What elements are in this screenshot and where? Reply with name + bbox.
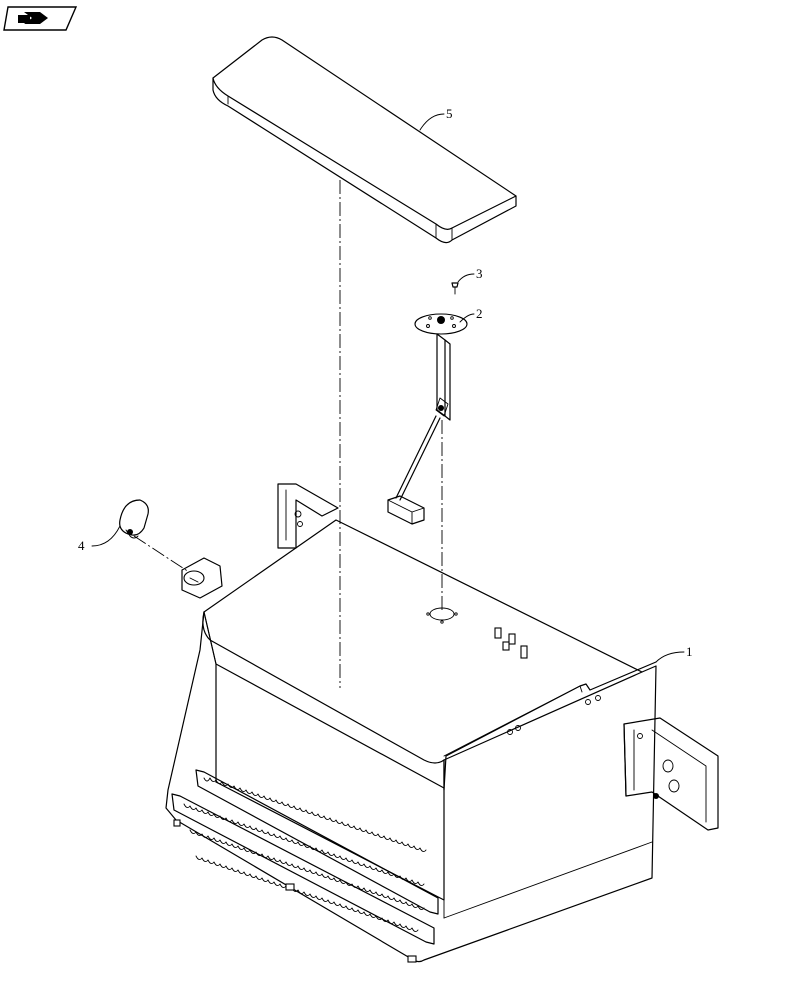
step-tread-middle (171, 793, 435, 945)
fuel-level-sender (387, 313, 468, 525)
tank-fittings (494, 627, 528, 659)
page-navigation-arrow-icon[interactable] (3, 6, 78, 31)
callout-3: 3 (457, 266, 483, 283)
callout-5: 5 (419, 106, 453, 131)
step-tread-upper (195, 769, 439, 915)
filler-cap (119, 499, 149, 539)
callout-label-3: 3 (476, 266, 483, 281)
callout-label-1: 1 (686, 644, 693, 659)
callout-label-5: 5 (446, 106, 453, 121)
tank-mount-bracket (623, 717, 719, 831)
callout-2: 2 (459, 306, 483, 323)
callout-label-4: 4 (78, 538, 85, 553)
callout-1: 1 (655, 644, 693, 663)
screw (451, 282, 459, 295)
cover-plate (212, 36, 517, 244)
cap-centerline (133, 535, 193, 575)
fuel-tank (165, 483, 719, 963)
callout-4: 4 (78, 525, 121, 553)
callout-label-2: 2 (476, 306, 483, 321)
